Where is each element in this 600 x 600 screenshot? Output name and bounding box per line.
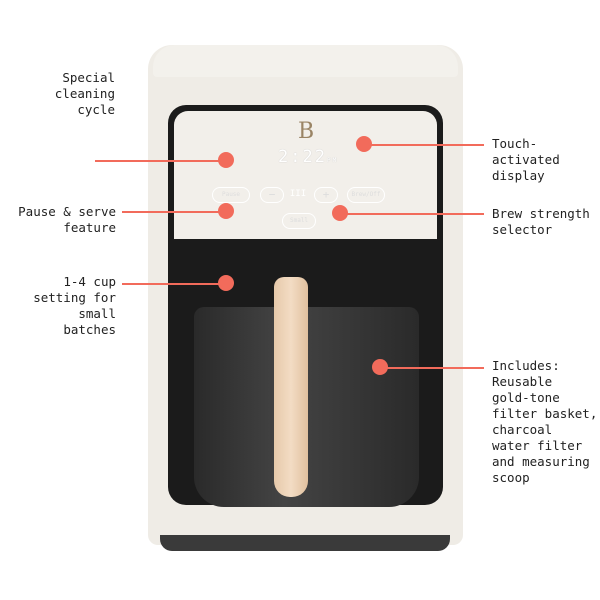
brew-off-button[interactable]: Brew/Off <box>347 187 385 203</box>
pause-button[interactable]: Pause <box>212 187 250 203</box>
callout-includes: Includes: Reusable gold-tone filter bask… <box>492 358 598 485</box>
strength-indicator: III <box>289 189 307 199</box>
callout-line <box>340 213 484 215</box>
callout-dot <box>218 152 234 168</box>
plus-button[interactable]: + <box>314 187 338 203</box>
callout-pause-serve: Pause & serve feature <box>18 204 116 235</box>
control-panel: B 2:22PM Pause − III + Brew/Off Small <box>174 111 437 239</box>
callout-dot <box>218 275 234 291</box>
callout-touch-display: Touch- activated display <box>492 136 560 183</box>
minus-button[interactable]: − <box>260 187 284 203</box>
callout-cup-setting: 1-4 cup setting for small batches <box>33 274 116 337</box>
callout-line <box>364 144 484 146</box>
callout-line <box>122 211 224 213</box>
time-text: 2:22 <box>278 147 327 167</box>
callout-dot <box>372 359 388 375</box>
machine-base <box>160 535 450 551</box>
callout-brew-strength: Brew strength selector <box>492 206 590 237</box>
callout-line <box>122 283 224 285</box>
callout-special-cleaning: Special cleaning cycle <box>54 70 115 117</box>
water-reservoir-lid <box>153 45 458 77</box>
small-batch-button[interactable]: Small <box>282 213 316 229</box>
clock-display: 2:22PM <box>278 147 338 167</box>
callout-dot <box>332 205 348 221</box>
coffee-maker: B 2:22PM Pause − III + Brew/Off Small <box>148 45 463 555</box>
callout-line <box>380 367 484 369</box>
brand-logo: B <box>298 119 315 144</box>
carafe-handle <box>274 277 308 497</box>
callout-dot <box>356 136 372 152</box>
ampm-text: PM <box>326 157 339 164</box>
callout-line <box>95 160 225 162</box>
callout-dot <box>218 203 234 219</box>
